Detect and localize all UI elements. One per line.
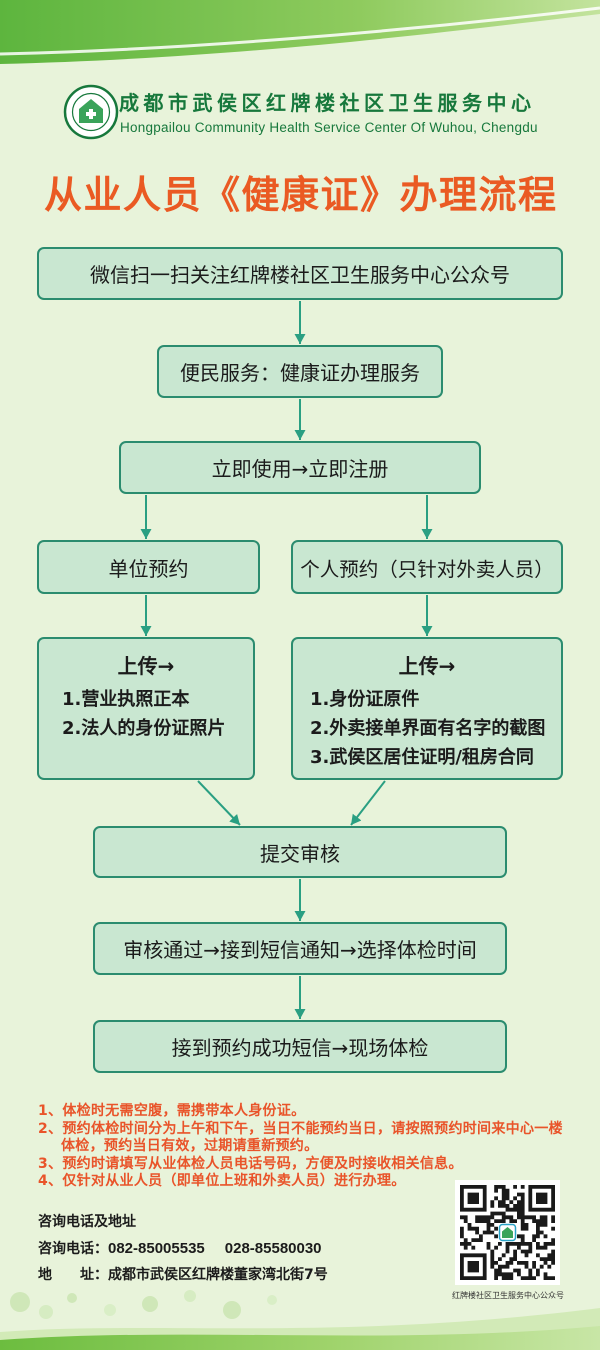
step-service-text: 便民服务：健康证办理服务 bbox=[180, 361, 420, 385]
qr-center-logo-house bbox=[502, 1227, 513, 1238]
footer-wave bbox=[0, 1326, 600, 1350]
note-line: 3、预约时请填写从业体检人员电话号码，方便及时接收相关信息。 bbox=[38, 1155, 463, 1172]
phone-label: 咨询电话： bbox=[38, 1241, 108, 1257]
footer-bubble bbox=[104, 1304, 116, 1316]
qr-code-icon bbox=[455, 1180, 560, 1285]
contact-phone-row: 咨询电话：082-85005535 028-85580030 bbox=[38, 1239, 322, 1259]
hospital-logo-icon bbox=[63, 84, 119, 140]
qr-caption: 红牌楼社区卫生服务中心公众号 bbox=[452, 1291, 564, 1300]
personal-upload-item: 3.武侯区居住证明/租房合同 bbox=[310, 747, 534, 768]
footer-bubble bbox=[223, 1301, 241, 1319]
contact-heading: 咨询电话及地址 bbox=[38, 1214, 136, 1230]
footer-decoration bbox=[0, 1290, 600, 1350]
note-line-continuation: 体检，预约当日有效，过期请重新预约。 bbox=[61, 1138, 319, 1154]
unit-upload-heading: 上传→ bbox=[117, 654, 175, 678]
top-banner-swoosh bbox=[0, 6, 600, 56]
unit-upload-box: 上传→ 1.营业执照正本 2.法人的身份证照片 bbox=[37, 637, 255, 780]
footer-bubble bbox=[10, 1292, 30, 1312]
unit-upload-list: 1.营业执照正本 2.法人的身份证照片 bbox=[39, 685, 253, 743]
note-line: 2、预约体检时间分为上午和下午，当日不能预约当日，请按照预约时间来中心一楼 bbox=[38, 1120, 563, 1137]
note-line: 1、体检时无需空腹，需携带本人身份证。 bbox=[38, 1103, 306, 1119]
personal-upload-list: 1.身份证原件 2.外卖接单界面有名字的截图 3.武侯区居住证明/租房合同 bbox=[293, 685, 561, 772]
qr-center-logo-frame bbox=[498, 1223, 517, 1242]
address-label: 地 址： bbox=[38, 1267, 108, 1283]
arrow-personal-upload-to-submit bbox=[350, 780, 386, 826]
address-text: 成都市武侯区红牌楼董家湾北街7号 bbox=[108, 1267, 328, 1283]
step-submit-box: 提交审核 bbox=[93, 826, 507, 878]
phone-number: 028-85580030 bbox=[224, 1240, 322, 1257]
personal-upload-box: 上传→ 1.身份证原件 2.外卖接单界面有名字的截图 3.武侯区居住证明/租房合… bbox=[291, 637, 563, 780]
step-exam-box: 接到预约成功短信→现场体检 bbox=[93, 1020, 507, 1073]
logo-inner-ring bbox=[71, 92, 111, 132]
footer-bubble bbox=[39, 1305, 53, 1319]
step-exam-text: 接到预约成功短信→现场体检 bbox=[171, 1036, 429, 1060]
arrow-unit-upload-to-submit bbox=[197, 780, 241, 826]
page-title: 从业人员《健康证》办理流程 bbox=[43, 173, 558, 217]
center-name-english: Hongpailou Community Health Service Cent… bbox=[120, 120, 538, 135]
center-name-chinese: 成都市武侯区红牌楼社区卫生服务中心 bbox=[119, 91, 536, 115]
contact-address-row: 地 址：成都市武侯区红牌楼董家湾北街7号 bbox=[38, 1265, 328, 1285]
logo-cross-shape bbox=[86, 109, 96, 119]
branch-unit-box: 单位预约 bbox=[37, 540, 260, 594]
personal-upload-heading: 上传→ bbox=[398, 654, 456, 678]
footer-bubble bbox=[67, 1293, 77, 1303]
top-banner-band bbox=[0, 0, 600, 64]
step-service-box: 便民服务：健康证办理服务 bbox=[157, 345, 443, 398]
qr-code bbox=[455, 1180, 560, 1285]
phone-number: 082-85005535 bbox=[108, 1240, 205, 1257]
branch-personal-box: 个人预约（只针对外卖人员） bbox=[291, 540, 563, 594]
unit-upload-item: 1.营业执照正本 bbox=[62, 689, 190, 710]
step-follow-wechat-box: 微信扫一扫关注红牌楼社区卫生服务中心公众号 bbox=[37, 247, 563, 300]
step-register-text: 立即使用→立即注册 bbox=[211, 457, 389, 481]
step-approved-box: 审核通过→接到短信通知→选择体检时间 bbox=[93, 922, 507, 975]
unit-upload-item: 2.法人的身份证照片 bbox=[62, 718, 226, 739]
step-register-box: 立即使用→立即注册 bbox=[119, 441, 481, 494]
personal-upload-item: 1.身份证原件 bbox=[310, 689, 420, 710]
personal-upload-item: 2.外卖接单界面有名字的截图 bbox=[310, 718, 546, 739]
branch-unit-title: 单位预约 bbox=[108, 556, 189, 581]
footer-bubble bbox=[267, 1295, 277, 1305]
step-follow-wechat-text: 微信扫一扫关注红牌楼社区卫生服务中心公众号 bbox=[90, 263, 510, 287]
notes-section: 1、体检时无需空腹，需携带本人身份证。 2、预约体检时间分为上午和下午，当日不能… bbox=[38, 1103, 568, 1191]
footer-bubble bbox=[184, 1290, 196, 1302]
top-banner-decoration bbox=[0, 0, 600, 64]
footer-bubble bbox=[142, 1296, 158, 1312]
step-submit-text: 提交审核 bbox=[260, 841, 340, 866]
branch-personal-title: 个人预约（只针对外卖人员） bbox=[300, 557, 554, 581]
step-approved-text: 审核通过→接到短信通知→选择体检时间 bbox=[123, 938, 477, 962]
note-line: 4、仅针对从业人员（即单位上班和外卖人员）进行办理。 bbox=[38, 1173, 406, 1189]
